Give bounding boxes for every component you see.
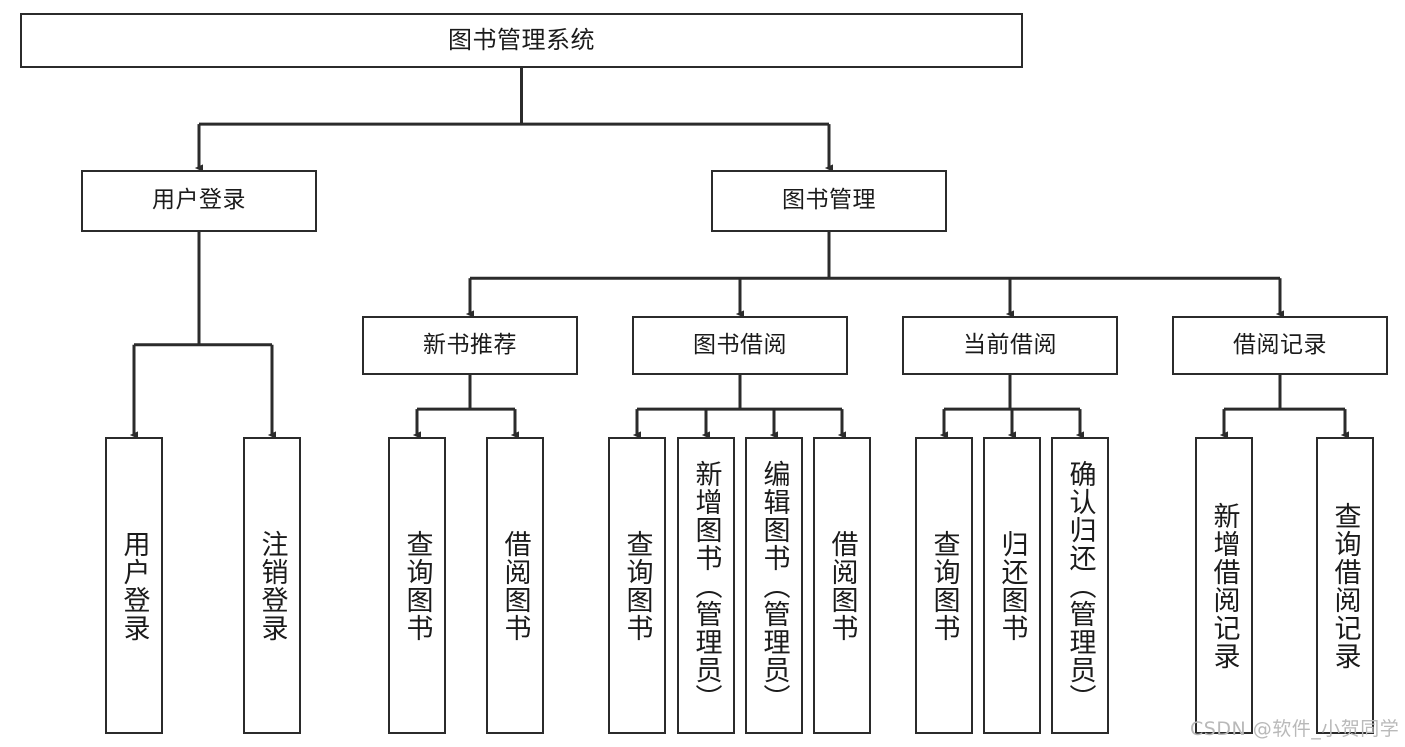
node-label: 图书管理: [782, 187, 876, 214]
node-leaf-edit-book[interactable]: 编辑图书（管理员）: [745, 437, 803, 734]
node-label: 新增借阅记录: [1208, 501, 1240, 670]
node-leaf-borrow-book-1[interactable]: 借阅图书: [486, 437, 544, 734]
node-label: 用户登录: [152, 187, 246, 214]
node-label: 借阅图书: [499, 529, 531, 642]
node-new-book-rec[interactable]: 新书推荐: [362, 316, 578, 375]
node-label: 图书借阅: [693, 331, 787, 358]
node-leaf-user-login[interactable]: 用户登录: [105, 437, 163, 734]
node-label: 新增图书（管理员）: [690, 459, 722, 712]
node-book-borrow[interactable]: 图书借阅: [632, 316, 848, 375]
csdn-watermark: CSDN @软件_小贺同学: [1190, 718, 1400, 740]
node-label: 借阅图书: [826, 529, 858, 642]
node-label: 新书推荐: [423, 331, 517, 358]
node-label: 查询图书: [928, 529, 960, 642]
node-label: 注销登录: [256, 529, 288, 642]
node-leaf-confirm-return[interactable]: 确认归还（管理员）: [1051, 437, 1109, 734]
node-borrow-record[interactable]: 借阅记录: [1172, 316, 1388, 375]
node-label: 查询图书: [621, 529, 653, 642]
node-label: 查询图书: [401, 529, 433, 642]
node-leaf-query-book-2[interactable]: 查询图书: [608, 437, 666, 734]
node-leaf-query-record[interactable]: 查询借阅记录: [1316, 437, 1374, 734]
node-label: 当前借阅: [963, 331, 1057, 358]
node-leaf-add-record[interactable]: 新增借阅记录: [1195, 437, 1253, 734]
node-current-borrow[interactable]: 当前借阅: [902, 316, 1118, 375]
node-book-manage[interactable]: 图书管理: [711, 170, 947, 232]
node-label: 图书管理系统: [448, 26, 595, 55]
node-leaf-query-book-3[interactable]: 查询图书: [915, 437, 973, 734]
node-leaf-logout[interactable]: 注销登录: [243, 437, 301, 734]
node-leaf-return-book[interactable]: 归还图书: [983, 437, 1041, 734]
node-label: 借阅记录: [1233, 331, 1327, 358]
node-leaf-query-book-1[interactable]: 查询图书: [388, 437, 446, 734]
node-root[interactable]: 图书管理系统: [20, 13, 1023, 68]
node-label: 归还图书: [996, 529, 1028, 642]
node-label: 编辑图书（管理员）: [758, 459, 790, 712]
node-leaf-borrow-book-2[interactable]: 借阅图书: [813, 437, 871, 734]
node-label: 确认归还（管理员）: [1064, 459, 1096, 712]
node-label: 查询借阅记录: [1329, 501, 1361, 670]
node-user-login[interactable]: 用户登录: [81, 170, 317, 232]
node-leaf-add-book[interactable]: 新增图书（管理员）: [677, 437, 735, 734]
node-label: 用户登录: [118, 529, 150, 642]
